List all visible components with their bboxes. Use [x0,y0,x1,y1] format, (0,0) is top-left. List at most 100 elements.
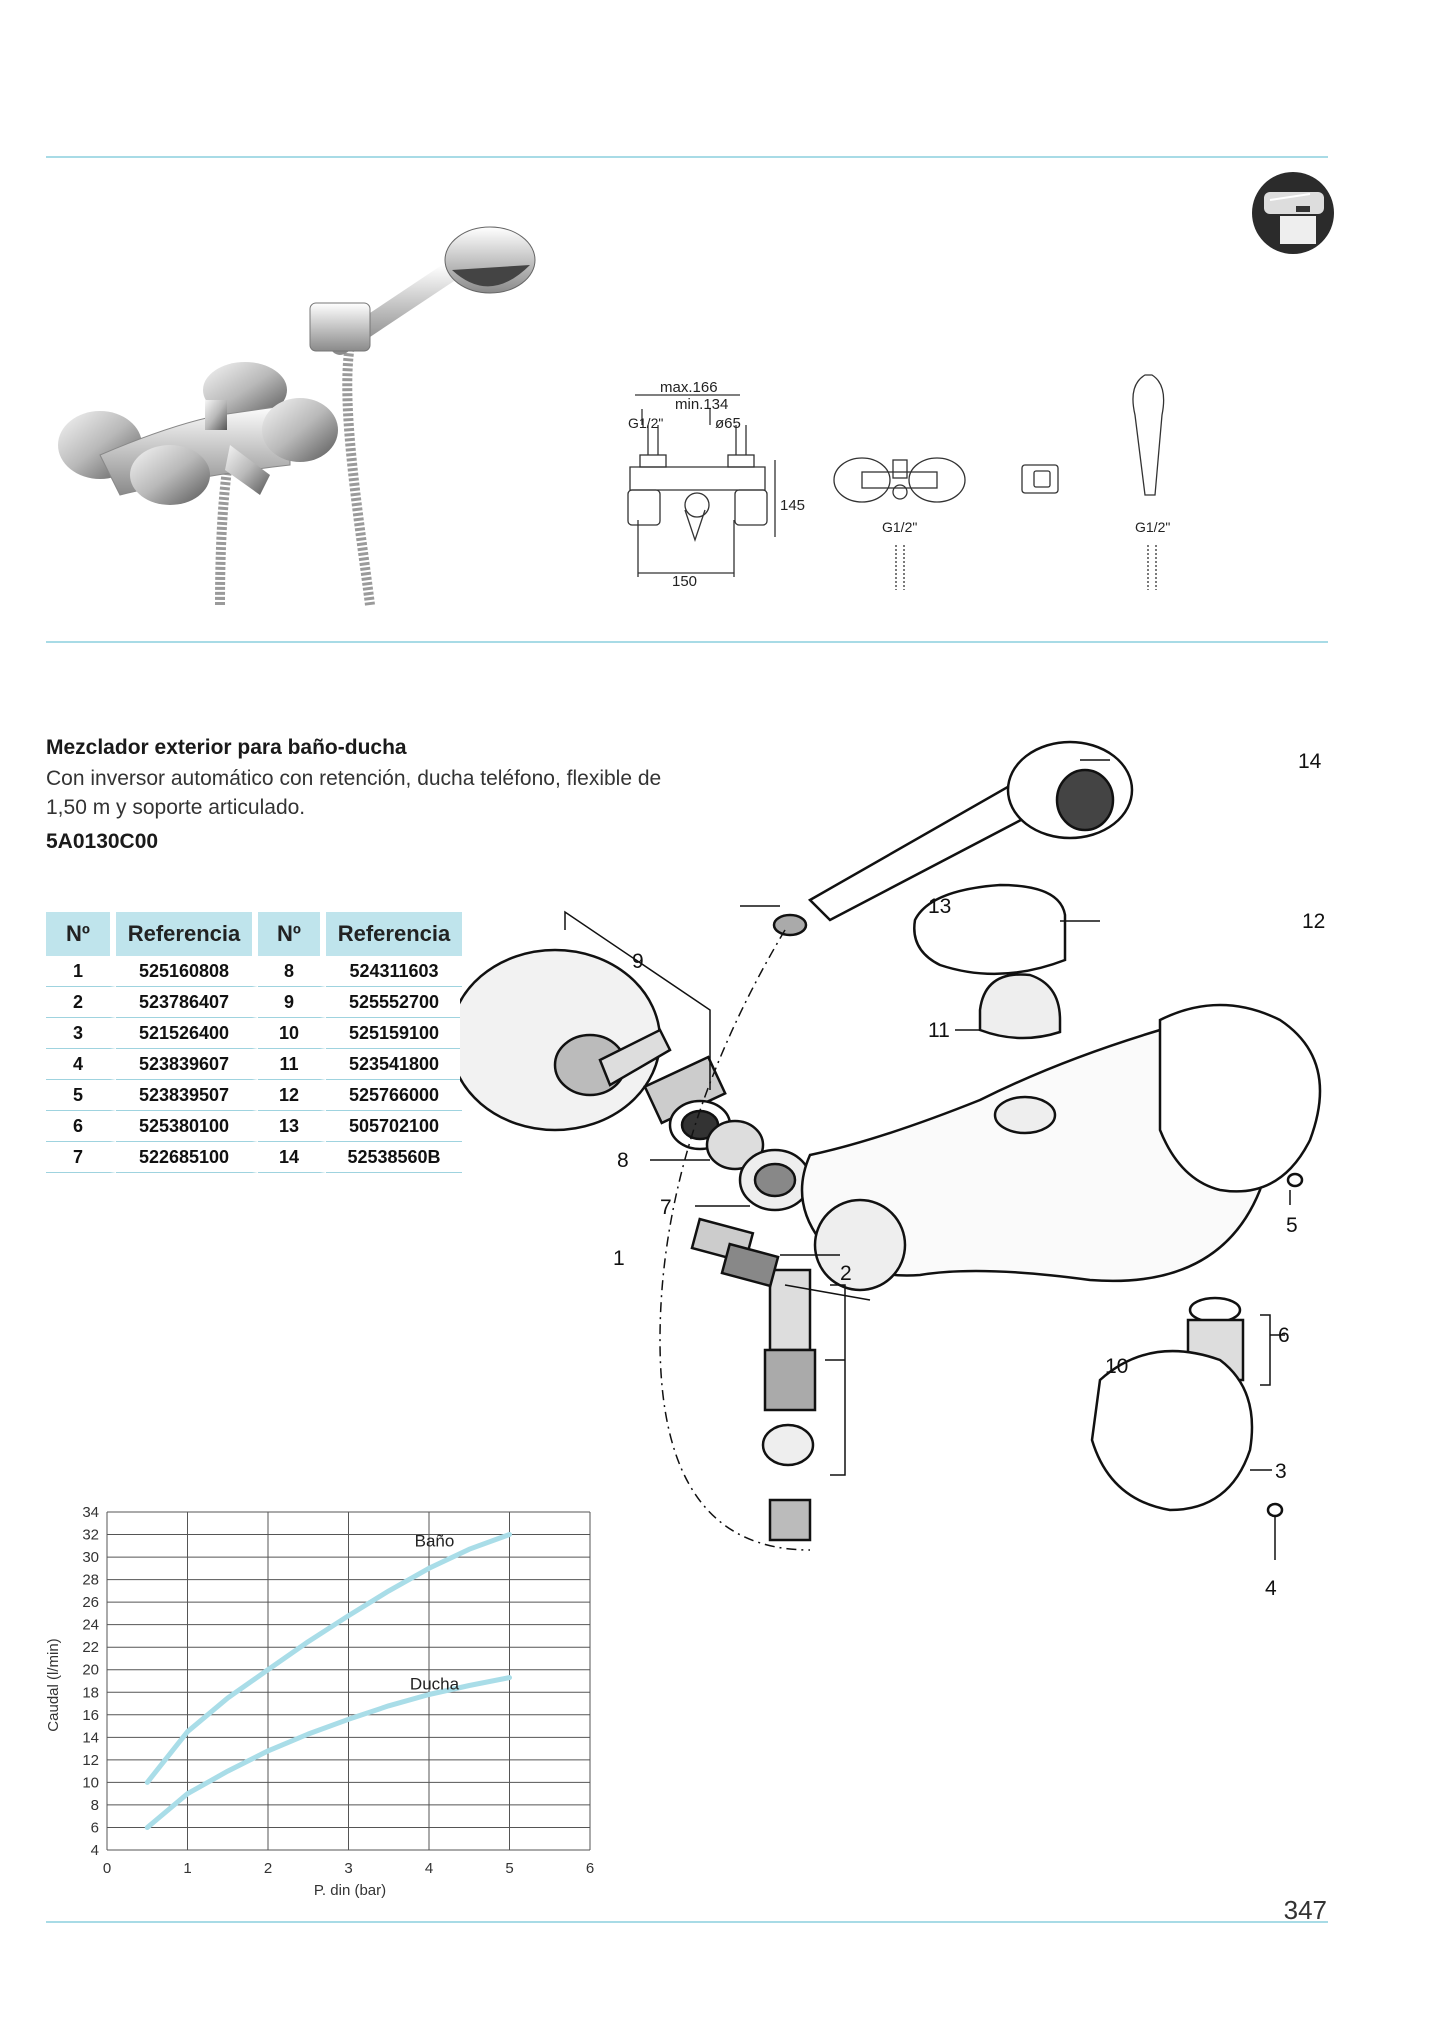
table-row: 2 523786407 9 525552700 [46,987,462,1018]
x-tick-label: 1 [183,1860,191,1877]
label-part-3: 3 [1275,1460,1287,1483]
x-tick-label: 2 [264,1860,272,1877]
x-tick-label: 5 [505,1860,513,1877]
y-tick-label: 24 [82,1617,99,1634]
cell-no: 1 [46,956,116,987]
label-part-11: 11 [928,1019,950,1042]
y-tick-label: 10 [82,1774,99,1791]
product-code: 5A0130C00 [46,830,159,853]
y-tick-label: 32 [82,1527,99,1544]
x-tick-label: 4 [425,1860,433,1877]
y-tick-label: 4 [91,1842,99,1859]
y-tick-label: 34 [82,1504,99,1521]
y-tick-label: 30 [82,1549,99,1566]
cell-reference: 524311603 [326,956,462,987]
cell-no: 6 [46,1111,116,1142]
cell-no: 9 [258,987,326,1018]
top-rule [46,156,1328,158]
page-number: 347 [1283,1895,1327,1925]
x-tick-label: 0 [103,1860,111,1877]
header-no: Nº [46,912,116,956]
y-tick-label: 16 [82,1707,99,1724]
cell-reference: 525766000 [326,1080,462,1111]
cell-no: 4 [46,1049,116,1080]
cell-no: 12 [258,1080,326,1111]
label-part-9: 9 [632,950,644,973]
series-label-2: Ducha [410,1675,460,1694]
chart-x-axis-label: P. din (bar) [314,1882,386,1899]
cell-reference: 505702100 [326,1111,462,1142]
y-tick-label: 28 [82,1572,99,1589]
y-tick-label: 6 [91,1819,99,1836]
cell-reference: 525380100 [116,1111,258,1142]
y-tick-label: 22 [82,1639,99,1656]
label-part-1: 1 [613,1247,625,1270]
cell-reference: 523839507 [116,1080,258,1111]
label-part-8: 8 [617,1149,629,1172]
y-tick-label: 14 [82,1729,99,1746]
technical-drawing: max.166 min.134 G1/2" ø65 145 150 G1/2" … [627,374,1170,590]
label-part-7: 7 [660,1196,672,1219]
table-row: 1 525160808 8 524311603 [46,956,462,987]
dim-height: 145 [780,497,805,514]
cell-reference: 521526400 [116,1018,258,1049]
middle-rule [46,641,1328,643]
table-row: 7 522685100 14 52538560B [46,1142,462,1173]
cell-reference: 522685100 [116,1142,258,1173]
cell-no: 3 [46,1018,116,1049]
header-reference: Referencia [116,912,258,956]
dim-width: 150 [672,573,697,590]
label-part-4: 4 [1265,1577,1277,1600]
cell-reference: 525159100 [326,1018,462,1049]
label-part-14: 14 [1298,750,1322,773]
parts-table-header: Nº Referencia Nº Referencia [46,912,462,956]
dim-max: max.166 [660,379,718,396]
cell-reference: 525552700 [326,987,462,1018]
cell-no: 10 [258,1018,326,1049]
y-tick-label: 8 [91,1797,99,1814]
header-no: Nº [258,912,326,956]
parts-table: Nº Referencia Nº Referencia 1 525160808 … [46,912,462,1173]
cell-no: 8 [258,956,326,987]
cell-no: 14 [258,1142,326,1173]
cell-no: 13 [258,1111,326,1142]
y-tick-label: 26 [82,1594,99,1611]
label-part-12: 12 [1302,910,1325,933]
label-part-5: 5 [1286,1214,1298,1237]
label-part-10: 10 [1105,1355,1128,1378]
header-reference: Referencia [326,912,462,956]
table-row: 6 525380100 13 505702100 [46,1111,462,1142]
cell-no: 2 [46,987,116,1018]
bottom-rule [46,1921,1328,1923]
shower-category-icon [1252,172,1334,254]
label-part-2: 2 [840,1262,852,1285]
table-row: 4 523839607 11 523541800 [46,1049,462,1080]
label-part-6: 6 [1278,1324,1290,1347]
x-tick-label: 3 [344,1860,352,1877]
table-row: 3 521526400 10 525159100 [46,1018,462,1049]
dim-diameter: ø65 [715,415,741,432]
label-part-13: 13 [928,895,951,918]
cell-no: 11 [258,1049,326,1080]
cell-no: 5 [46,1080,116,1111]
cell-reference: 525160808 [116,956,258,987]
y-tick-label: 12 [82,1752,99,1769]
cell-no: 7 [46,1142,116,1173]
dim-thread-center: G1/2" [882,519,917,535]
product-description: Con inversor automático con retención, d… [46,767,662,819]
table-row: 5 523839507 12 525766000 [46,1080,462,1111]
y-tick-label: 20 [82,1662,99,1679]
cell-reference: 523839607 [116,1049,258,1080]
series-label-1: Baño [415,1532,455,1551]
cell-reference: 523541800 [326,1049,462,1080]
series-line-1 [144,1532,512,1785]
product-title: Mezclador exterior para baño-ducha [46,736,407,759]
cell-reference: 52538560B [326,1142,462,1173]
dim-thread-shower: G1/2" [1135,519,1170,535]
dim-thread-left: G1/2" [628,415,663,431]
chart-y-axis-label: Caudal (l/min) [45,1638,62,1731]
